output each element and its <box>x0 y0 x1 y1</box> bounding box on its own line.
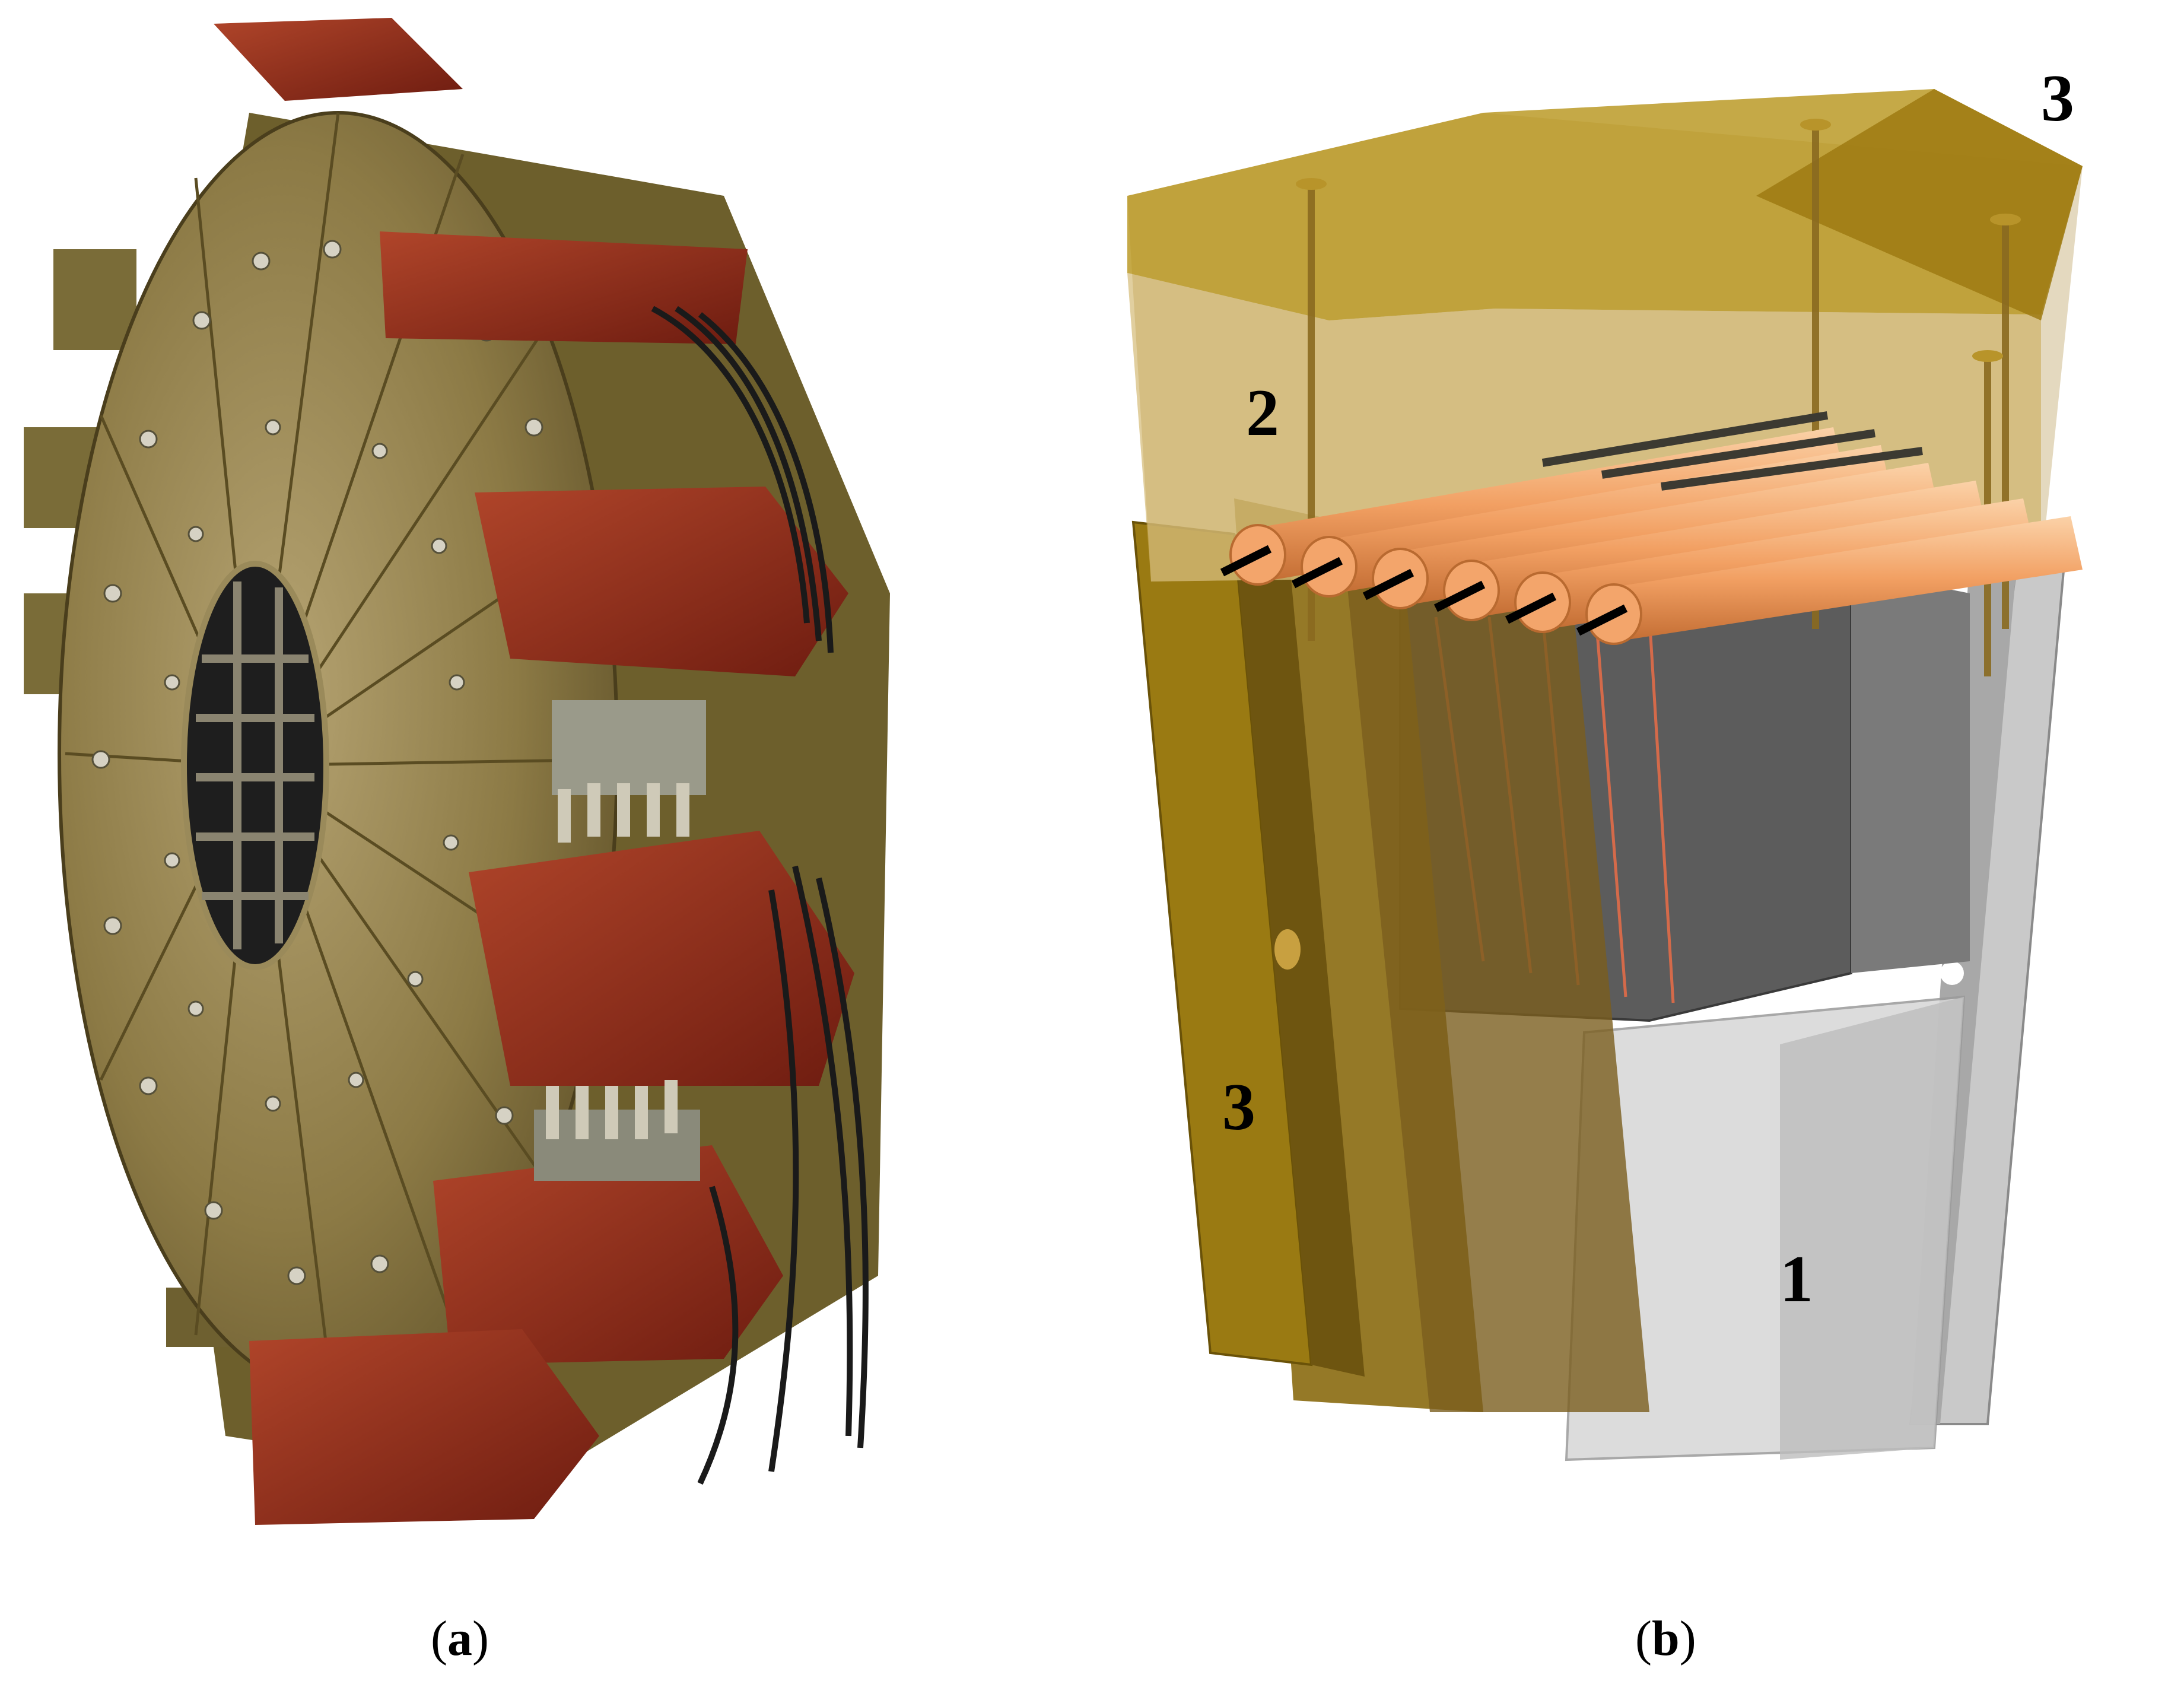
side-plate-mid <box>1341 522 1649 1412</box>
detector-photo <box>0 0 949 1555</box>
plate-hole <box>1274 929 1301 970</box>
electronics-module <box>214 18 463 101</box>
module-illustration <box>1127 89 2083 1461</box>
cables <box>651 306 869 1485</box>
label-frame-top: 3 <box>2041 62 2074 135</box>
pmt-tubes <box>1220 427 2083 645</box>
tube-gaps <box>1541 411 1923 491</box>
electronics-module <box>469 831 854 1086</box>
electronics-module <box>380 231 748 344</box>
module-schematic <box>1115 47 2160 1507</box>
flange <box>53 249 136 350</box>
caption-b: (b) <box>1635 1611 1696 1666</box>
electronics-module <box>249 1329 599 1525</box>
upper-box-wedge <box>1756 89 2083 320</box>
label-side-plate: 3 <box>1222 1070 1255 1144</box>
post-caps <box>1296 119 2021 362</box>
pmt-tube <box>1576 516 2083 645</box>
connector-plate <box>552 700 706 795</box>
electronics-module <box>475 487 848 676</box>
electronics-module <box>433 1145 783 1365</box>
central-bore <box>181 561 329 970</box>
crystal-block-side <box>1851 570 1970 973</box>
bore-structure <box>196 581 314 949</box>
caption-a: (a) <box>431 1611 489 1666</box>
frame-hole <box>1940 961 1964 985</box>
label-crystal-column: 1 <box>1780 1243 1813 1316</box>
lower-column-front <box>1780 997 1964 1460</box>
detector-illustration <box>24 18 890 1525</box>
connector-pins <box>546 783 689 1139</box>
label-upper-box: 2 <box>1246 376 1279 450</box>
